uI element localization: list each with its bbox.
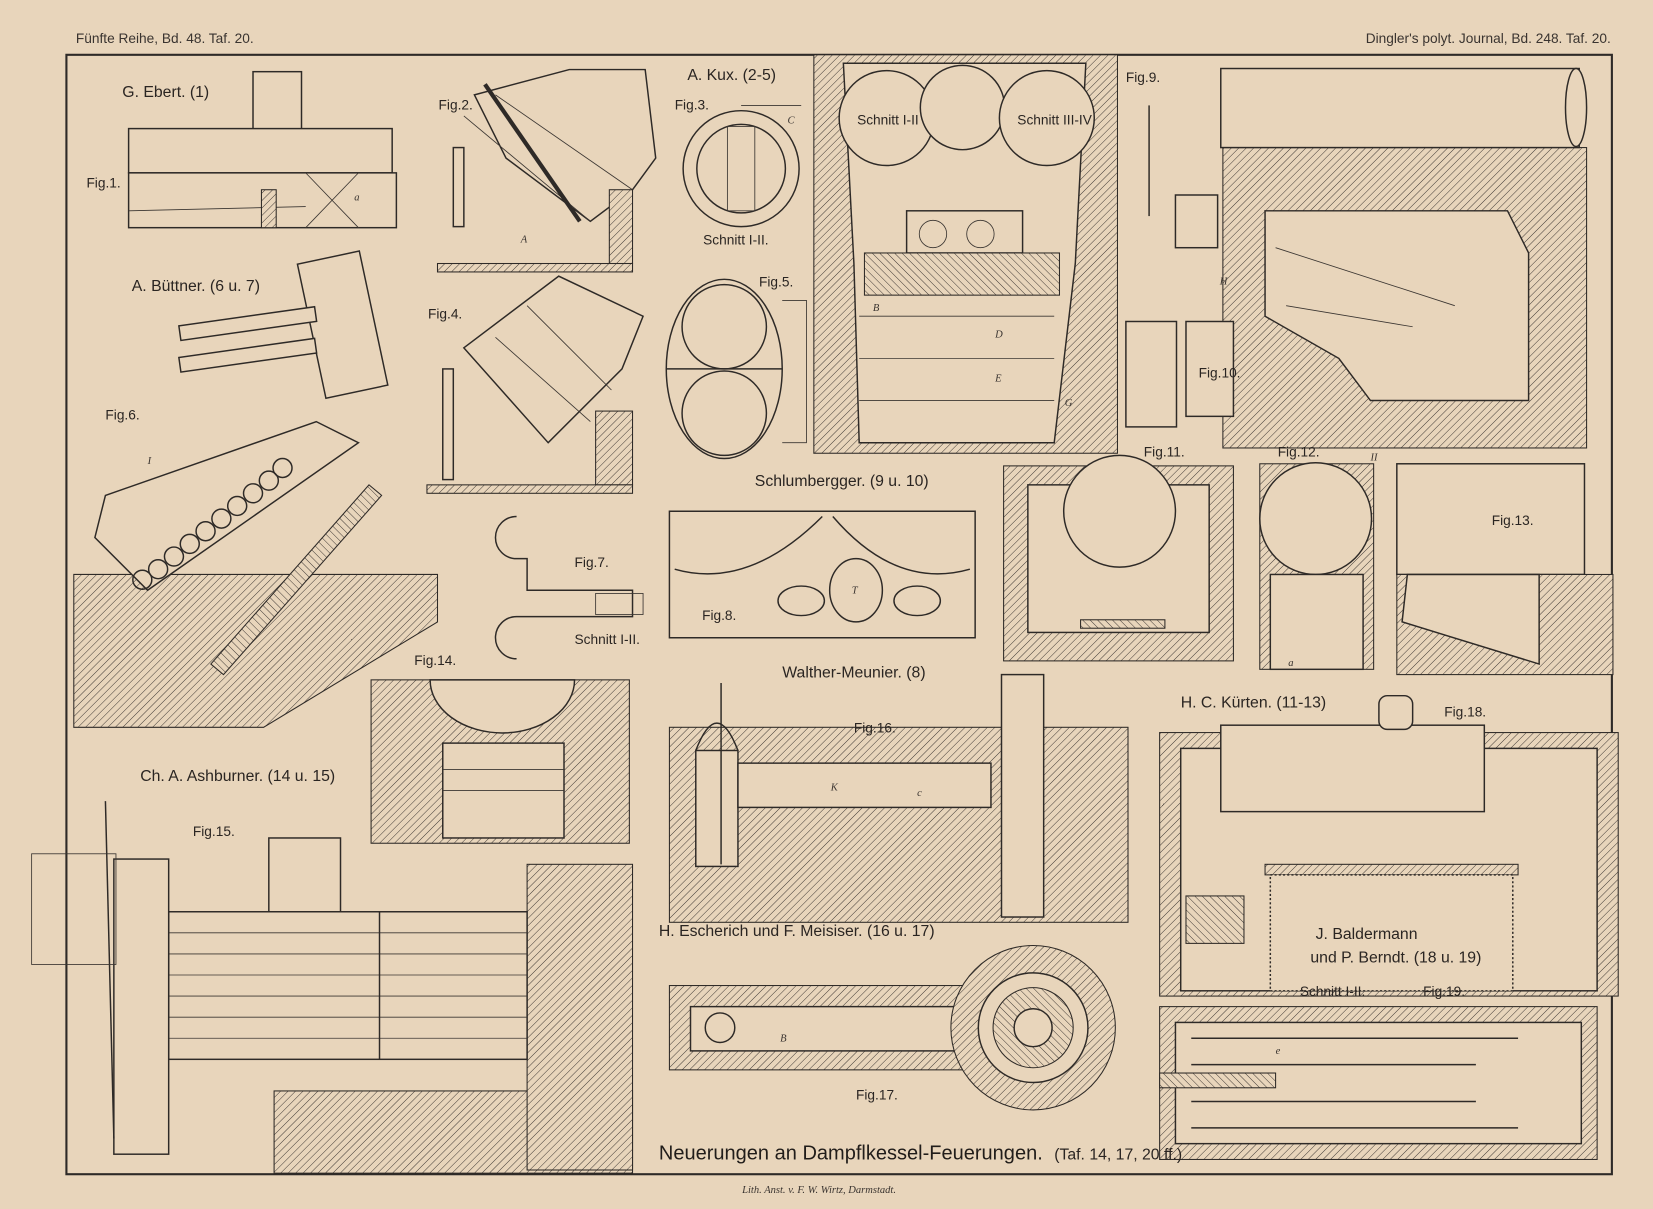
plate-title: Neuerungen an Dampflkessel-Feuerungen. [659, 1142, 1043, 1164]
figure-18-drawing [1159, 694, 1619, 997]
figure-5-drawing [665, 278, 807, 460]
letter-E-fig9: E [994, 374, 1002, 385]
figure-4-drawing [426, 275, 645, 494]
header-right: Dingler's polyt. Journal, Bd. 248. Taf. … [1366, 31, 1611, 46]
figure-1-drawing [127, 70, 398, 229]
fig3-section-label: Schnitt I-II. [703, 233, 768, 248]
letter-A-fig2: A [520, 234, 528, 245]
inventor-kuerten: H. C. Kürten. (11-13) [1181, 694, 1326, 711]
letter-D-fig9: D [994, 329, 1003, 340]
fig9-label: Fig.9. [1126, 70, 1160, 85]
fig1-label: Fig.1. [86, 176, 120, 191]
figure-2-drawing [436, 68, 657, 273]
figure-19-drawing [1159, 1006, 1598, 1160]
figure-11-drawing [1003, 454, 1234, 662]
letter-C-fig3: C [787, 115, 795, 126]
inventor-ebert: G. Ebert. (1) [122, 84, 209, 101]
letter-H-fig10: H [1219, 277, 1229, 288]
letter-B-fig9: B [873, 303, 880, 314]
fig9-section-right: Schnitt III-IV [1017, 112, 1092, 127]
inventor-ashburner: Ch. A. Ashburner. (14 u. 15) [140, 768, 335, 785]
letter-G-fig9: G [1065, 398, 1073, 409]
letter-a: a [1288, 658, 1293, 669]
fig13-label: Fig.13. [1492, 513, 1534, 528]
letter-I-fig6: I [147, 456, 152, 467]
letter-T: T [852, 585, 859, 596]
fig7-label: Fig.7. [575, 555, 609, 570]
fig19-section-label: Schnitt I-II. [1300, 984, 1365, 999]
plate-title-refs: (Taf. 14, 17, 20 ff.) [1054, 1146, 1182, 1163]
fig10-label: Fig.10. [1199, 365, 1241, 380]
fig15-label: Fig.15. [193, 824, 235, 839]
letter-a-fig1: a [354, 192, 359, 203]
fig9-section-left: Schnitt I-II [857, 112, 919, 127]
inventor-kux: A. Kux. (2-5) [687, 67, 776, 84]
fig5-label: Fig.5. [759, 275, 793, 290]
figure-16-drawing [668, 673, 1129, 923]
fig4-label: Fig.4. [428, 306, 462, 321]
figure-15-drawing [31, 801, 634, 1174]
fig12-label: Fig.12. [1278, 444, 1320, 459]
inventor-escherich: H. Escherich und F. Meisiser. (16 u. 17) [659, 923, 935, 940]
figure-3-drawing [682, 104, 802, 228]
fig2-label: Fig.2. [439, 98, 473, 113]
figure-9-10-drawing [1125, 67, 1588, 449]
figure-6-drawing [73, 250, 439, 728]
inventor-baldermann-line2: und P. Berndt. (18 u. 19) [1310, 949, 1481, 966]
fig11-label: Fig.11. [1144, 444, 1185, 459]
fig17-label: Fig.17. [856, 1087, 898, 1102]
inventor-baldermann-line1: J. Baldermann [1316, 926, 1418, 943]
inventor-schlumbergger: Schlumbergger. (9 u. 10) [755, 473, 929, 490]
letter-c-fig16: c [917, 788, 922, 799]
inventor-buettner: A. Büttner. (6 u. 7) [132, 278, 260, 295]
inventor-walther: Walther-Meunier. (8) [782, 665, 925, 682]
figure-9-center-drawing [813, 54, 1118, 454]
fig8-label: Fig.8. [702, 608, 736, 623]
figure-14-drawing [370, 679, 630, 844]
figure-13-drawing [1396, 463, 1614, 676]
fig18-label: Fig.18. [1444, 705, 1486, 720]
fig3-label: Fig.3. [675, 98, 709, 113]
header-left: Fünfte Reihe, Bd. 48. Taf. 20. [76, 31, 254, 46]
fig14-label: Fig.14. [414, 653, 456, 668]
fig19-label: Fig.19. [1423, 984, 1465, 999]
letter-e-fig19: e [1276, 1046, 1281, 1057]
letter-K-fig16: K [830, 783, 839, 794]
letter-II-fig13: II [1369, 453, 1378, 464]
fig6-label: Fig.6. [105, 408, 139, 423]
letter-B: B [780, 1033, 787, 1044]
figure-7-drawing [494, 515, 644, 660]
lithographer-imprint: Lith. Anst. v. F. W. Wirtz, Darmstadt. [741, 1185, 896, 1196]
fig16-label: Fig.16. [854, 721, 896, 736]
figure-17-drawing: B [668, 944, 1116, 1111]
figure-12-drawing: a [1259, 461, 1375, 671]
figure-8-drawing: T [668, 510, 976, 639]
fig7-section-label: Schnitt I-II. [575, 632, 640, 647]
